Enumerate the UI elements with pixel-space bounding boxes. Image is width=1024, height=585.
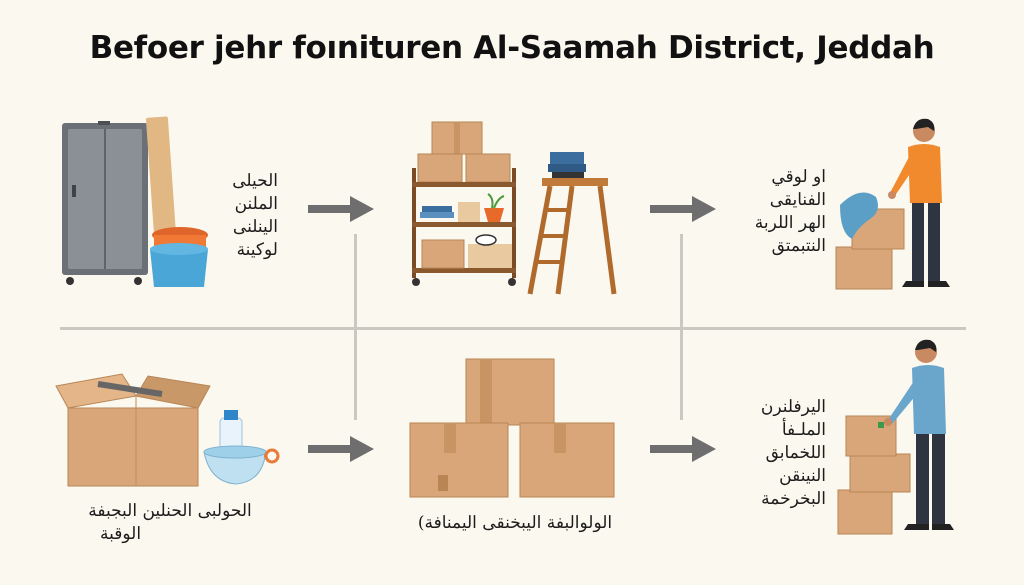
right-arrow-icon <box>308 436 374 462</box>
right-arrow-icon <box>650 196 716 222</box>
label-line: الهر اللربة <box>754 213 826 233</box>
row2-step2-label: الولوالبفة اليبخنقى اليمنافة) <box>395 512 635 535</box>
label-line: اللخمابق <box>765 443 826 463</box>
label-line: الولوالبفة اليبخنقى اليمنافة) <box>417 513 613 533</box>
label-line: الوقبة <box>100 524 142 544</box>
open-box-supplies-illustration <box>55 373 280 487</box>
label-line: او لوقي <box>771 167 826 187</box>
label-line: لوكينة <box>236 240 278 260</box>
row2-step1-label: الحولبى الحنلين البجبفة الوقبة <box>60 500 280 546</box>
label-line: النتبمتق <box>771 236 826 256</box>
row1-step3-label: او لوقي الفنايقى الهر اللربة النتبمتق <box>730 166 826 258</box>
right-arrow-icon <box>650 436 716 462</box>
column-divider-right <box>680 234 683 420</box>
label-line: اليرفلنرن <box>760 397 826 417</box>
stacked-boxes-illustration <box>409 358 615 498</box>
label-line: الملـفأ <box>781 420 826 440</box>
row-divider <box>60 327 966 330</box>
cabinet-bucket-illustration <box>62 116 208 287</box>
worker-packing-illustration <box>835 118 950 290</box>
row1-step1-label: الحيلى الملنن الينلنى لوكينة <box>188 170 278 262</box>
label-line: النينقن <box>779 466 826 486</box>
label-line: الحيلى <box>232 171 278 191</box>
label-line: الملنن <box>234 194 278 214</box>
label-line: البخرخمة <box>761 489 826 509</box>
page-title: Befoer jehr foınituren Al-Saamah Distric… <box>89 30 935 66</box>
worker-stacking-illustration <box>837 339 954 535</box>
column-divider-left <box>354 234 357 420</box>
right-arrow-icon <box>308 196 374 222</box>
row2-step3-label: اليرفلنرن الملـفأ اللخمابق النينقن البخر… <box>730 396 826 511</box>
label-line: الينلنى <box>232 217 278 237</box>
label-line: الحولبى الحنلين البجبفة <box>88 501 252 521</box>
label-line: الفنايقى <box>769 190 826 210</box>
shelf-ladder-illustration <box>412 121 617 295</box>
